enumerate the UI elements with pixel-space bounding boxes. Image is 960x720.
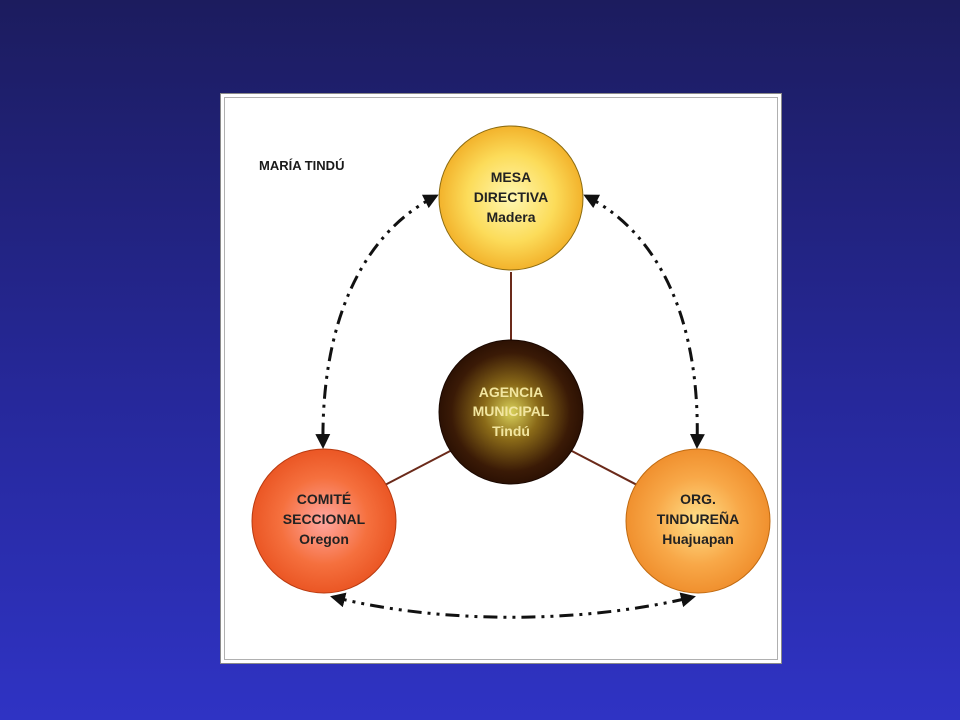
node-right-line-1: ORG. xyxy=(680,491,716,507)
node-center-line-2: MUNICIPAL xyxy=(473,403,550,419)
diagram-title: MARÍA TINDÚ xyxy=(259,158,344,173)
diagram-panel-inner-border xyxy=(224,97,778,660)
node-left-line-1: COMITÉ xyxy=(297,491,351,507)
node-top-line-2: DIRECTIVA xyxy=(474,189,548,205)
node-agencia-municipal: AGENCIA MUNICIPAL Tindú xyxy=(438,339,584,485)
node-left-line-2: SECCIONAL xyxy=(283,511,366,527)
arrow-top-right xyxy=(583,194,705,449)
node-comite-seccional: COMITÉ SECCIONAL Oregon xyxy=(251,448,397,594)
diagram-panel: MARÍA TINDÚ MESA DIRECTIVA Madera AGENCI… xyxy=(220,93,782,664)
node-mesa-directiva: MESA DIRECTIVA Madera xyxy=(438,125,584,271)
connector-center-right xyxy=(567,448,640,487)
arrow-top-left xyxy=(315,194,439,449)
node-center-line-3: Tindú xyxy=(492,423,530,439)
node-center-line-1: AGENCIA xyxy=(479,384,544,400)
organization-diagram: MARÍA TINDÚ MESA DIRECTIVA Madera AGENCI… xyxy=(251,125,771,619)
arrow-bottom xyxy=(330,592,696,619)
node-right-line-2: TINDUREÑA xyxy=(657,510,739,527)
node-top-line-3: Madera xyxy=(486,209,535,225)
connector-center-left xyxy=(382,448,455,487)
node-left-line-3: Oregon xyxy=(299,531,349,547)
node-right-line-3: Huajuapan xyxy=(662,531,734,547)
node-top-line-1: MESA xyxy=(491,169,531,185)
node-org-tindurena: ORG. TINDUREÑA Huajuapan xyxy=(625,448,771,594)
